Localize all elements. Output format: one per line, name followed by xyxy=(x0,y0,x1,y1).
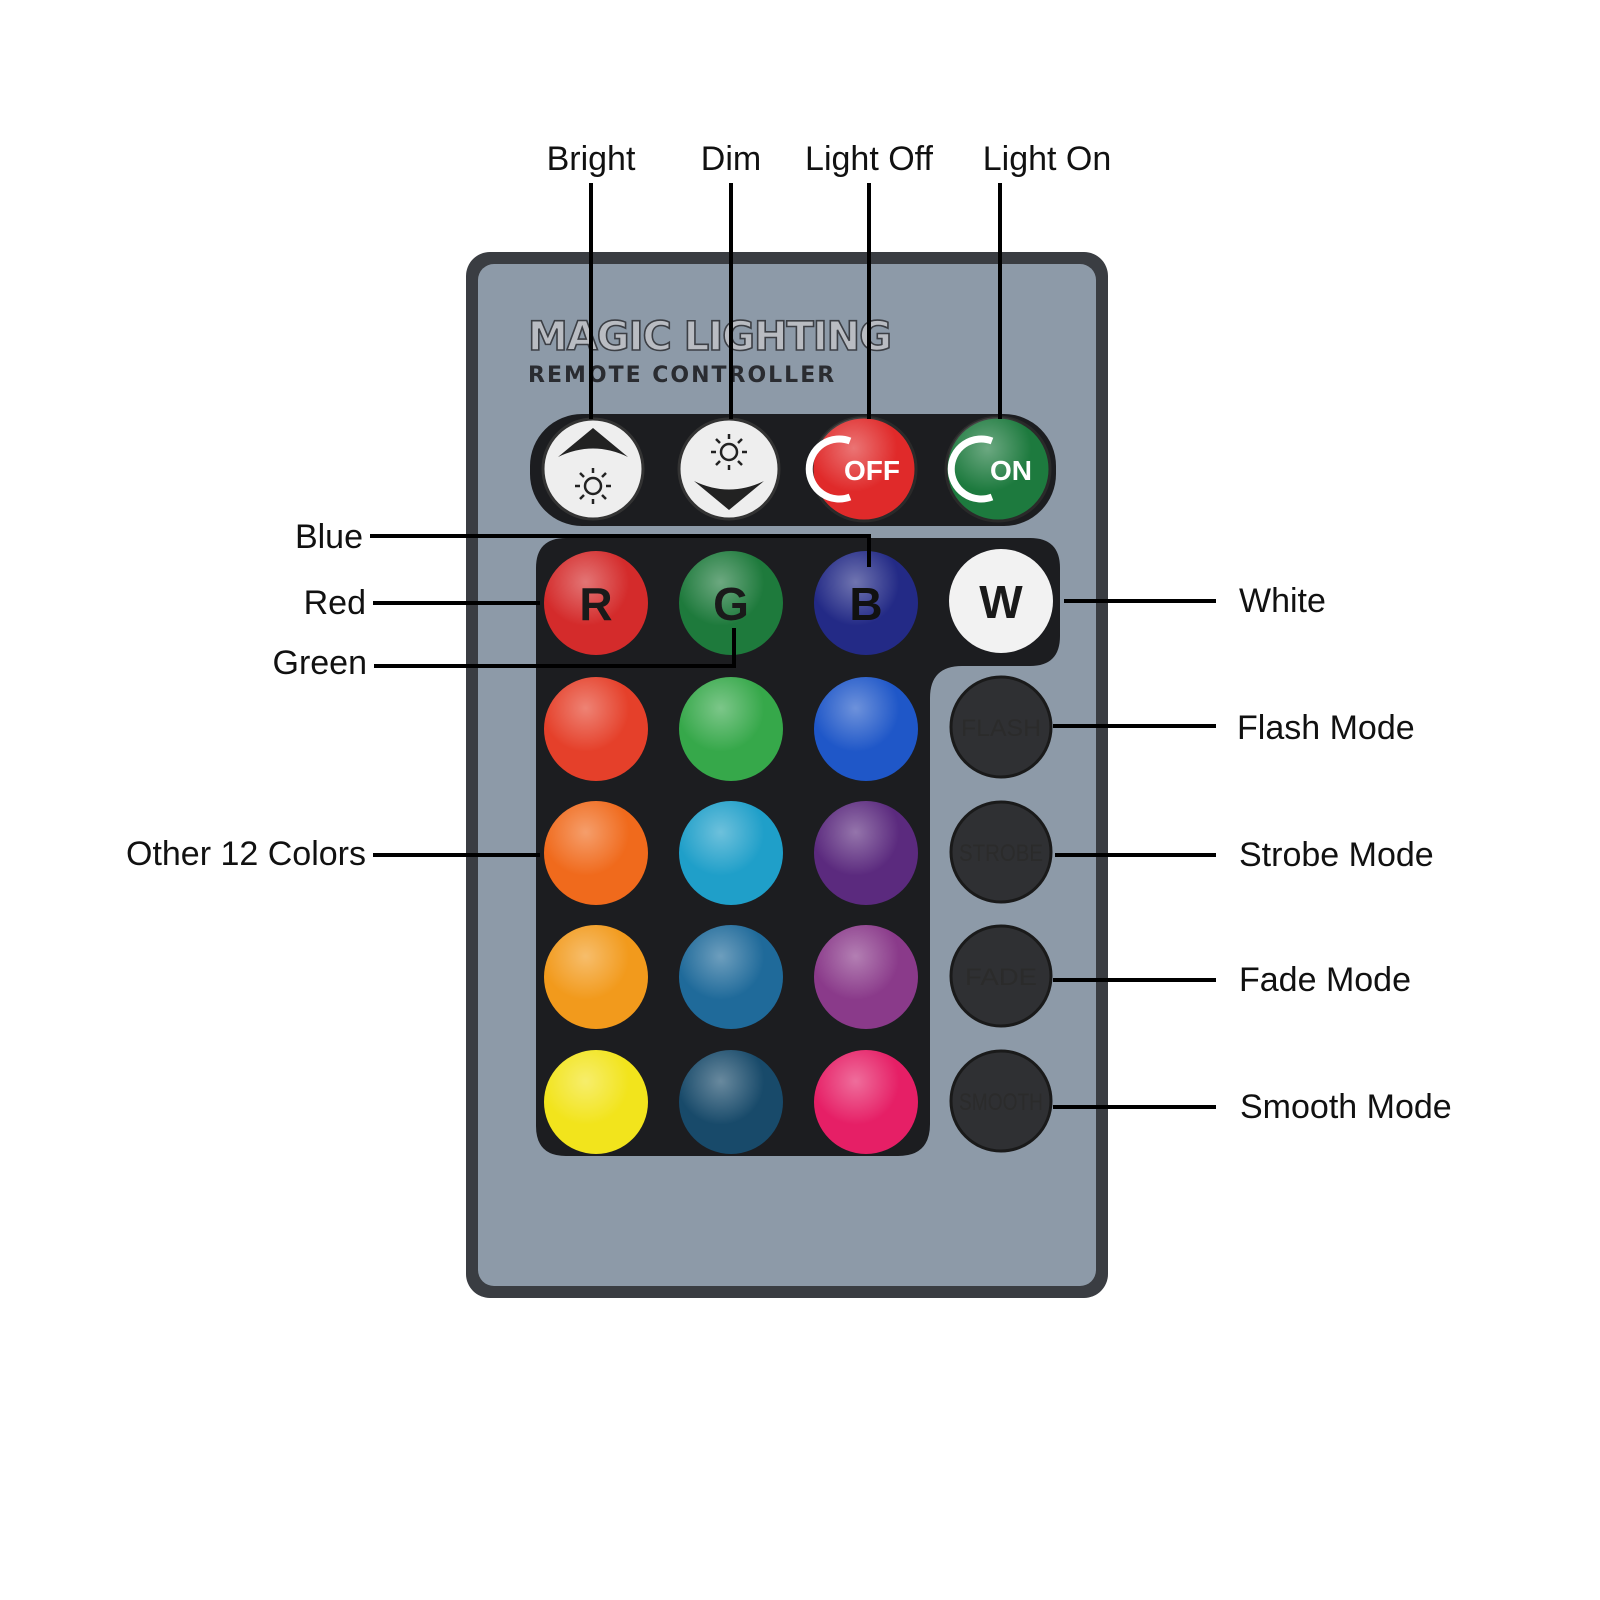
flash-mode-button[interactable]: FLASH xyxy=(949,675,1053,779)
color-button[interactable] xyxy=(544,677,648,781)
label-bright: Bright xyxy=(547,140,636,178)
color-button[interactable] xyxy=(814,1050,918,1154)
color-button[interactable] xyxy=(814,925,918,1029)
light-on-button[interactable]: ON xyxy=(944,415,1052,523)
brand-subtitle: REMOTE CONTROLLER xyxy=(528,363,836,388)
strobe-label: STROBE xyxy=(959,840,1043,867)
color-button[interactable] xyxy=(544,925,648,1029)
white-letter: W xyxy=(979,576,1023,628)
label-flash-mode: Flash Mode xyxy=(1237,709,1415,747)
leader-blue xyxy=(370,534,871,567)
red-letter: R xyxy=(579,578,612,630)
dim-button[interactable] xyxy=(677,417,781,521)
color-button-gloss xyxy=(679,1050,783,1154)
color-button-gloss xyxy=(544,925,648,1029)
fade-label: FADE xyxy=(965,964,1037,991)
red-button[interactable]: R xyxy=(544,551,648,655)
color-button[interactable] xyxy=(814,801,918,905)
sun-icon xyxy=(711,434,747,470)
color-button[interactable] xyxy=(544,801,648,905)
smooth-label: SMOOTH xyxy=(959,1089,1043,1116)
label-green: Green xyxy=(273,644,368,682)
color-button-gloss xyxy=(544,677,648,781)
color-button-gloss xyxy=(814,677,918,781)
color-button-gloss xyxy=(814,801,918,905)
off-label: OFF xyxy=(844,455,900,486)
color-button[interactable] xyxy=(814,677,918,781)
flash-label: FLASH xyxy=(961,715,1041,742)
blue-button[interactable]: B xyxy=(814,551,918,655)
color-button[interactable] xyxy=(679,1050,783,1154)
power-c-icon xyxy=(805,435,852,503)
color-grid xyxy=(544,677,918,1154)
label-strobe-mode: Strobe Mode xyxy=(1239,836,1434,874)
color-button-gloss xyxy=(679,801,783,905)
label-white: White xyxy=(1239,582,1326,620)
label-other-colors: Other 12 Colors xyxy=(126,835,366,873)
label-dim: Dim xyxy=(701,140,761,178)
down-chevron-icon xyxy=(694,481,764,510)
label-blue: Blue xyxy=(295,518,363,556)
green-button[interactable]: G xyxy=(679,551,783,655)
on-label: ON xyxy=(990,455,1032,486)
fade-mode-button[interactable]: FADE xyxy=(949,924,1053,1028)
color-button-panel xyxy=(536,538,1060,1156)
label-red: Red xyxy=(304,584,366,622)
blue-letter: B xyxy=(849,578,882,630)
color-button-gloss xyxy=(814,1050,918,1154)
white-button[interactable]: W xyxy=(949,549,1053,653)
label-fade-mode: Fade Mode xyxy=(1239,961,1411,999)
color-button-gloss xyxy=(814,925,918,1029)
color-button[interactable] xyxy=(679,925,783,1029)
brand-title: MAGIC LIGHTING xyxy=(528,314,891,360)
smooth-mode-button[interactable]: SMOOTH xyxy=(949,1049,1053,1153)
color-button[interactable] xyxy=(679,677,783,781)
color-button[interactable] xyxy=(544,1050,648,1154)
up-chevron-icon xyxy=(558,428,628,457)
bright-button[interactable] xyxy=(541,417,645,521)
color-button[interactable] xyxy=(679,801,783,905)
green-letter: G xyxy=(713,578,749,630)
label-light-on: Light On xyxy=(983,140,1112,178)
color-button-gloss xyxy=(679,925,783,1029)
color-button-gloss xyxy=(679,677,783,781)
sun-icon xyxy=(575,468,611,504)
top-button-panel xyxy=(530,414,1056,526)
label-smooth-mode: Smooth Mode xyxy=(1240,1088,1452,1126)
label-light-off: Light Off xyxy=(805,140,933,178)
light-off-button[interactable]: OFF xyxy=(805,415,918,523)
strobe-mode-button[interactable]: STROBE xyxy=(949,800,1053,904)
color-button-gloss xyxy=(544,1050,648,1154)
power-c-icon xyxy=(947,435,994,503)
leader-green xyxy=(374,628,736,668)
color-button-gloss xyxy=(544,801,648,905)
